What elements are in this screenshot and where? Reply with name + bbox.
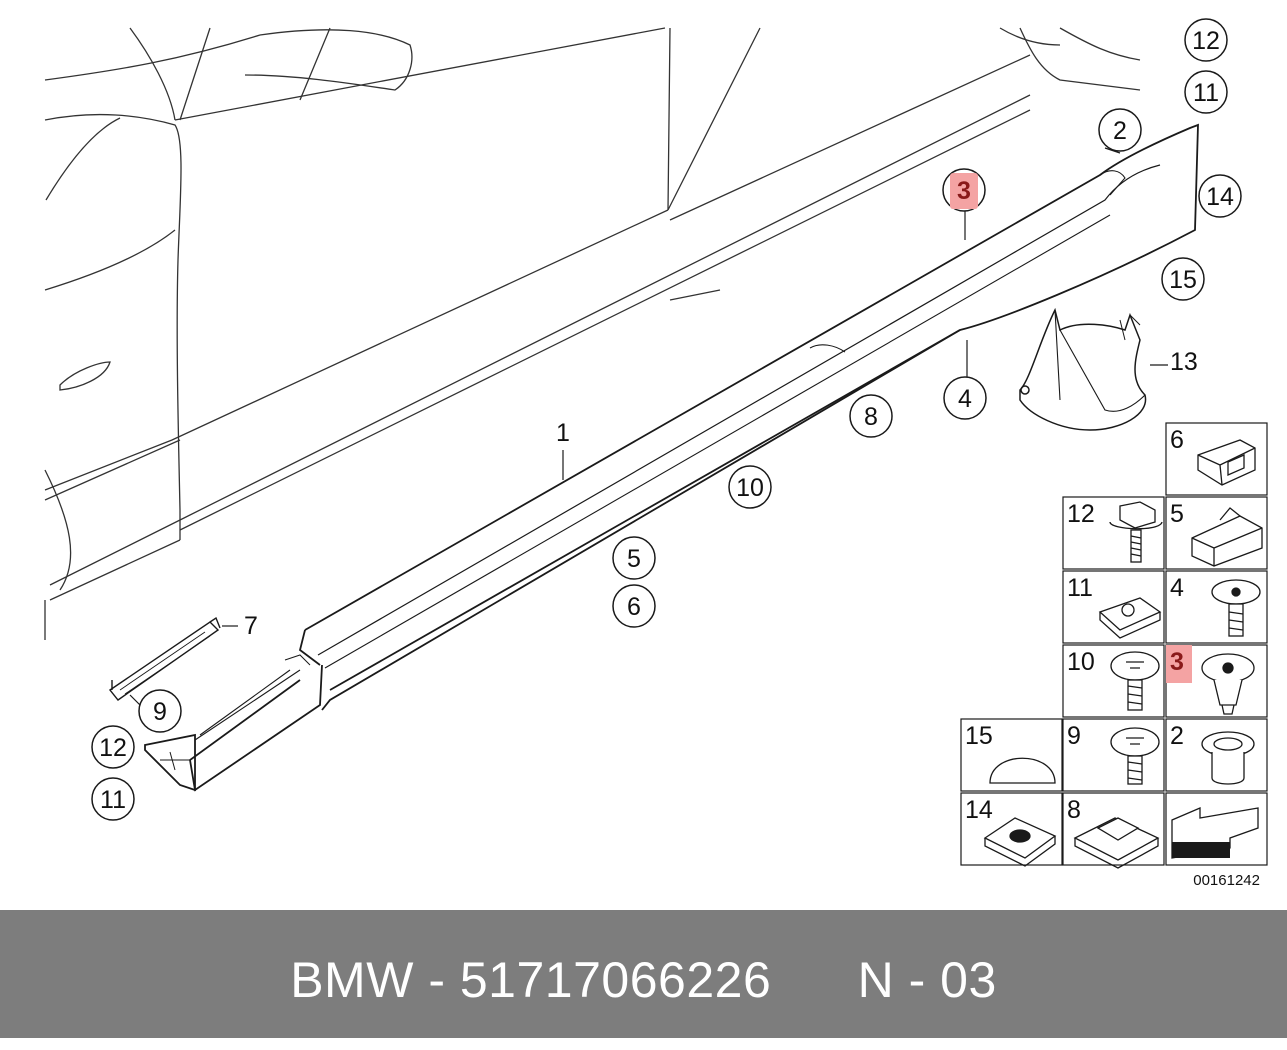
legend-cell-4-label: 4 — [1170, 574, 1184, 602]
parts-diagram: 12 11 2 14 3 15 — [44, 18, 1268, 889]
footer-bar: BMW - 51717066226 N - 03 — [0, 910, 1287, 1038]
cap-icon — [989, 757, 1056, 784]
footer-brand: BMW — [290, 952, 414, 1008]
car-body-outline — [44, 27, 1141, 640]
legend-cell-11-label: 11 — [1067, 574, 1093, 602]
callout-5: 5 — [612, 536, 656, 580]
footer-separator: - — [428, 952, 446, 1008]
legend-cell-9-label: 9 — [1067, 722, 1081, 750]
legend-cell-2-label: 2 — [1170, 722, 1184, 750]
callout-12-top-label: 12 — [1192, 27, 1220, 55]
callout-15-label: 15 — [1169, 266, 1197, 294]
callout-11-top-label: 11 — [1193, 79, 1219, 107]
footer-caption: BMW - 51717066226 N - 03 — [0, 910, 1287, 1038]
callout-3-label: 3 — [957, 177, 971, 205]
torx-screw-2-icon — [1110, 727, 1160, 785]
callout-8-label: 8 — [864, 403, 878, 431]
callout-10: 10 — [728, 465, 772, 509]
flange-bolt-icon — [1109, 501, 1163, 563]
callout-6: 6 — [612, 584, 656, 628]
callout-2-label: 2 — [1113, 117, 1127, 145]
legend-cell-10-label: 10 — [1067, 648, 1095, 676]
callout-8: 8 — [849, 394, 893, 438]
legend-labels: 6 12 5 11 4 10 3 15 9 2 14 8 — [965, 426, 1192, 824]
callout-3-highlight: 3 — [942, 168, 986, 212]
square-nut-icon — [1073, 817, 1160, 869]
callout-4-label: 4 — [958, 385, 972, 413]
callout-group: 12 11 2 14 3 15 — [91, 18, 1242, 821]
callout-10-label: 10 — [736, 474, 764, 502]
direction-arrow-icon — [1171, 807, 1259, 859]
bracket-part-13 — [1019, 307, 1147, 431]
callout-2: 2 — [1098, 108, 1142, 152]
legend-cell-3-label: 3 — [1170, 648, 1184, 676]
speed-nut-icon — [1098, 597, 1162, 639]
callout-7-label: 7 — [244, 612, 258, 640]
clip-nut-icon — [1191, 507, 1263, 567]
parts-legend-grid — [960, 422, 1268, 866]
callout-7: 7 — [244, 612, 258, 640]
callout-1-label: 1 — [556, 419, 570, 447]
callout-9-label: 9 — [153, 698, 167, 726]
legend-cell-12-label: 12 — [1067, 500, 1095, 528]
callout-11-bottom: 11 — [91, 777, 135, 821]
callout-6-label: 6 — [627, 593, 641, 621]
legend-cell-6-label: 6 — [1170, 426, 1184, 454]
footer-position: N - 03 — [857, 952, 997, 1008]
legend-icons — [983, 439, 1263, 869]
callout-4: 4 — [943, 376, 987, 420]
side-sill-panel — [144, 123, 1199, 792]
callout-1: 1 — [556, 419, 570, 447]
callout-9: 9 — [138, 689, 182, 733]
callout-12-bottom-label: 12 — [99, 734, 127, 762]
nut-plate-icon — [983, 817, 1057, 867]
legend-cell-15-label: 15 — [965, 722, 993, 750]
callout-11-bottom-label: 11 — [100, 786, 126, 814]
trim-strip — [108, 616, 221, 701]
callout-15: 15 — [1161, 257, 1205, 301]
callout-12-bottom: 12 — [91, 725, 135, 769]
callout-13: 13 — [1170, 348, 1198, 376]
expanding-rivet-icon — [1201, 653, 1255, 715]
footer-part-number: 51717066226 — [459, 952, 772, 1008]
clip-icon — [1197, 439, 1256, 486]
callout-14-label: 14 — [1206, 183, 1234, 211]
callout-11-top: 11 — [1184, 70, 1228, 114]
leader-lines — [129, 147, 1168, 706]
callout-14: 14 — [1198, 174, 1242, 218]
push-rivet-icon — [1211, 579, 1261, 637]
legend-cell-3-highlight — [1166, 645, 1192, 683]
legend-cell-14-label: 14 — [965, 796, 993, 824]
torx-screw-icon — [1110, 651, 1160, 711]
legend-cell-8-label: 8 — [1067, 796, 1081, 824]
grommet-icon — [1201, 731, 1255, 785]
legend-cell-5-label: 5 — [1170, 500, 1184, 528]
drawing-code: 00161242 — [1193, 872, 1260, 889]
callout-12-top: 12 — [1184, 18, 1228, 62]
callout-13-label: 13 — [1170, 348, 1198, 376]
callout-5-label: 5 — [627, 545, 641, 573]
